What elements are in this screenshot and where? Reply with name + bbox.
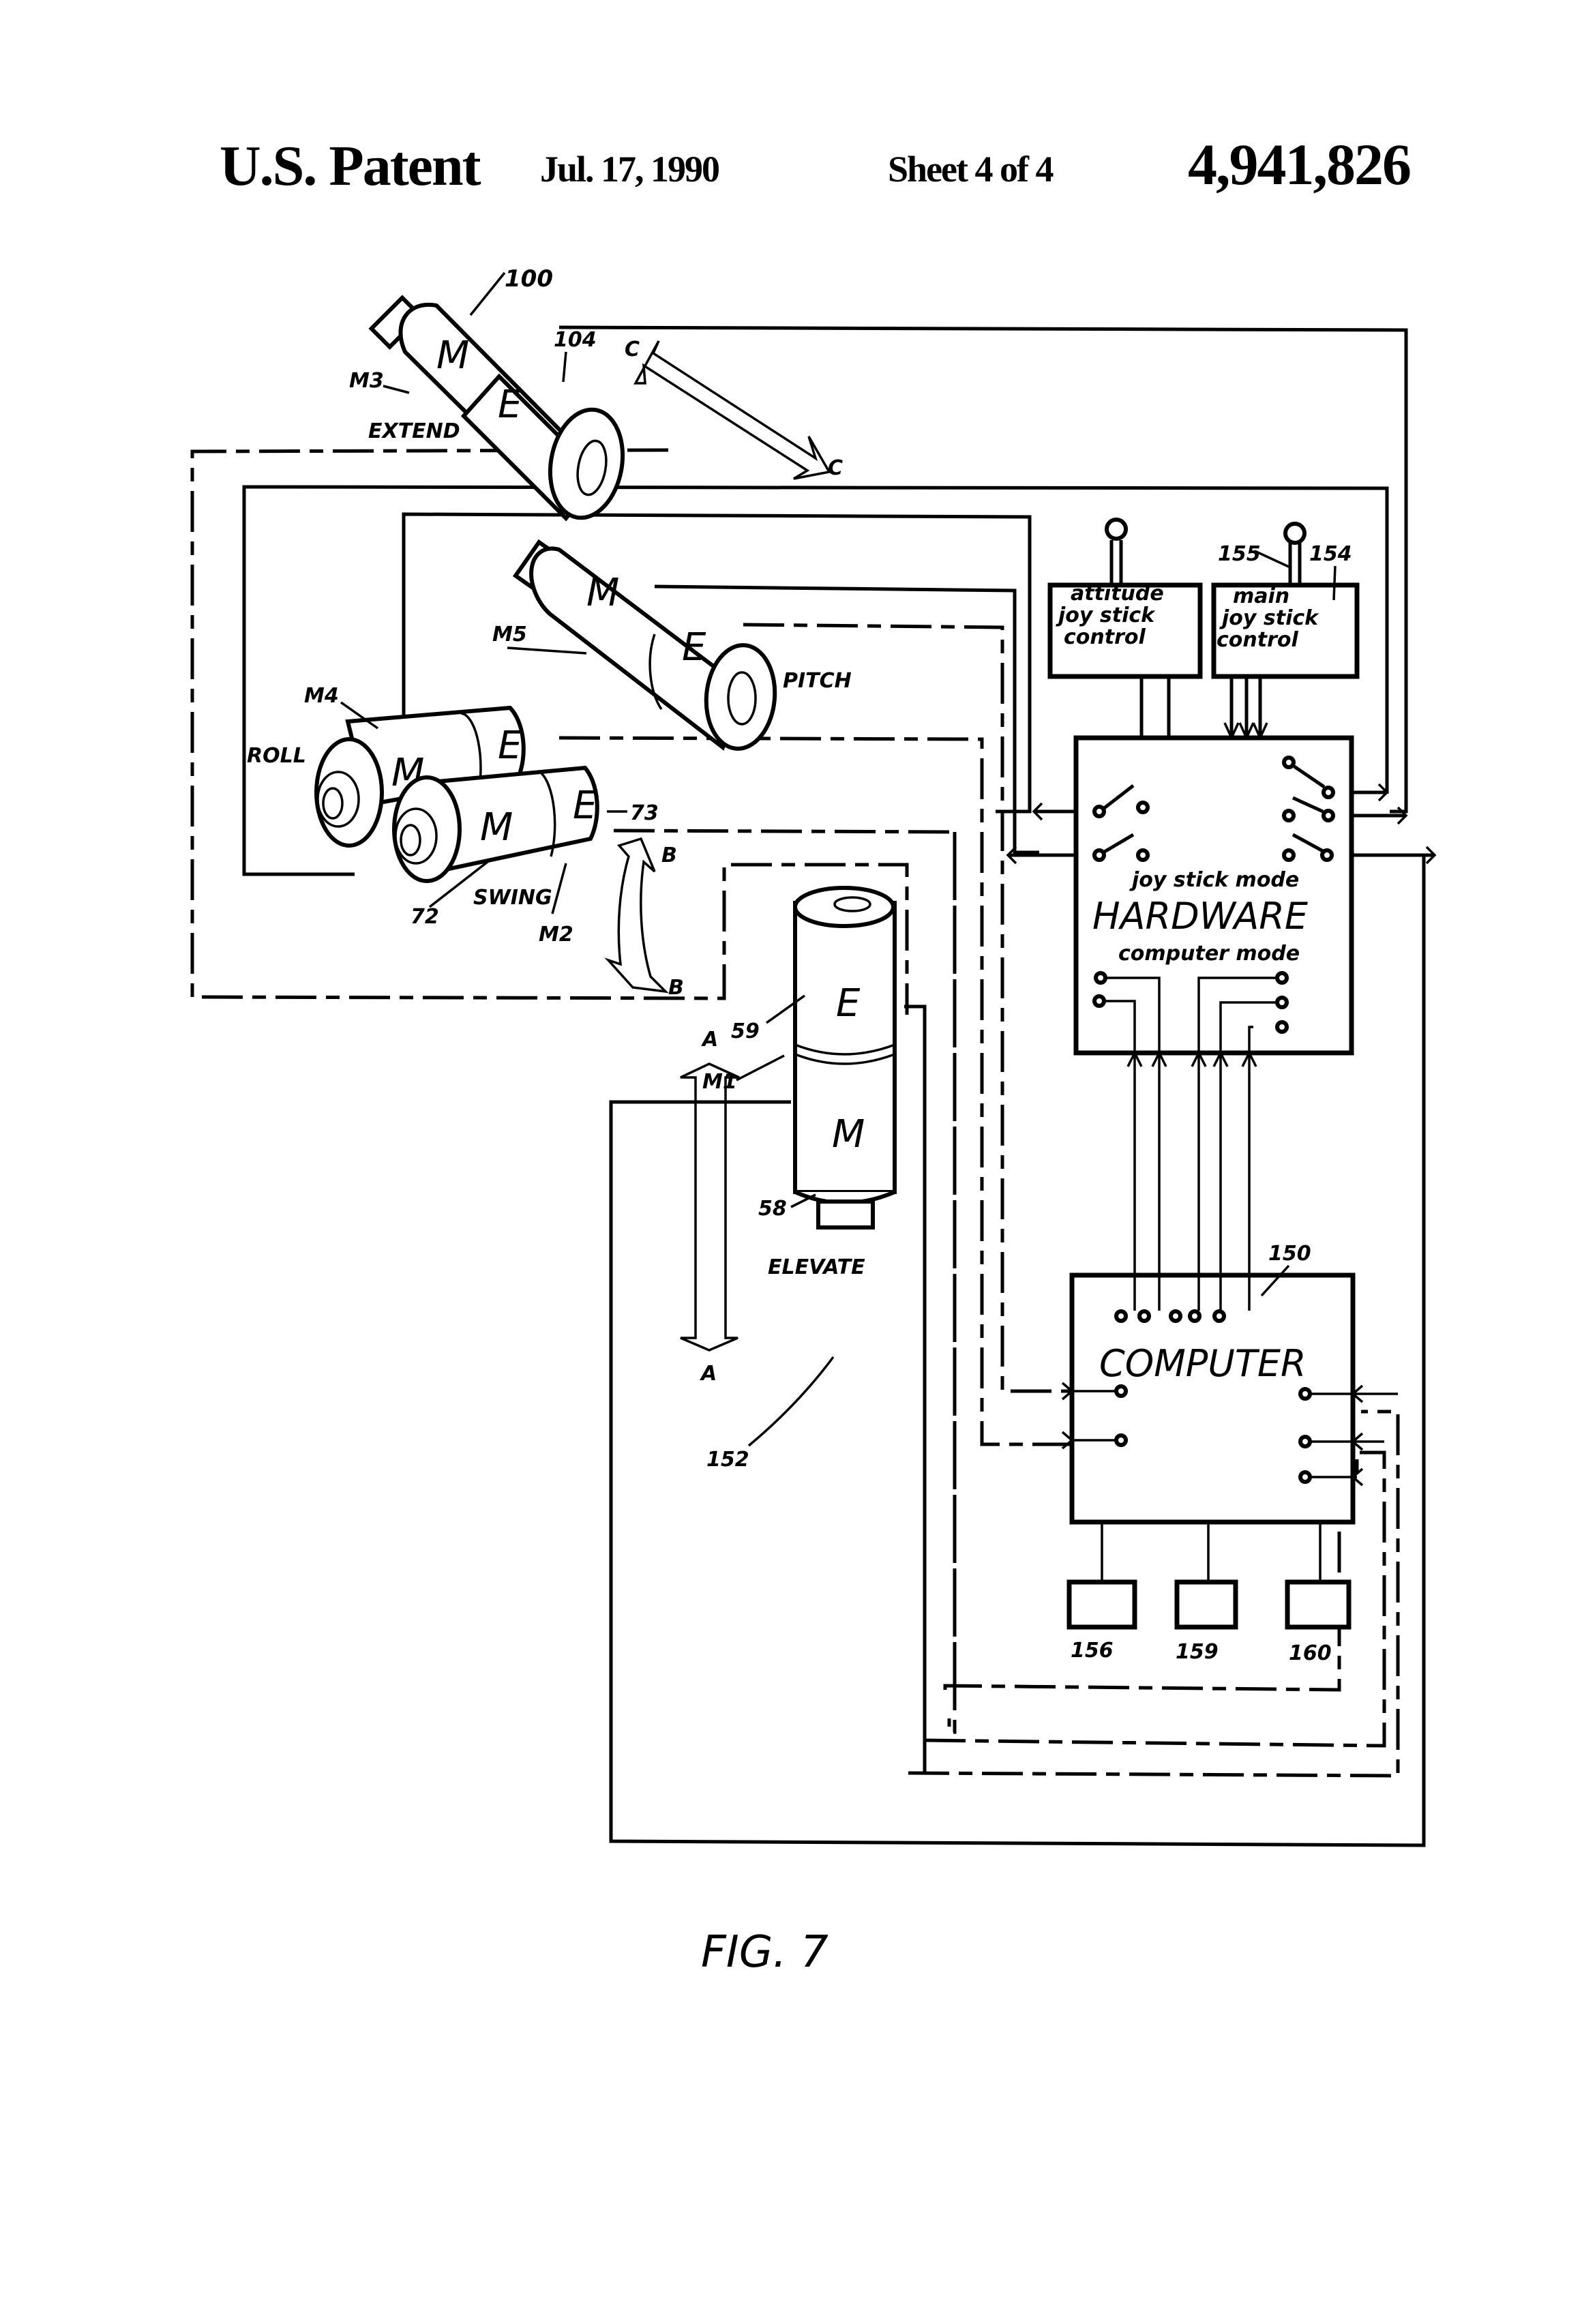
label-a-bottom: A [700,1362,717,1386]
hardware-title: HARDWARE [1092,895,1309,938]
label-b-top: B [661,844,677,867]
m3-motor-letter: M [436,333,469,378]
label-m4: M4 [304,684,339,708]
label-b-bottom: B [668,976,684,1000]
ref-152: 152 [706,1448,749,1472]
wire-elevate-encoder [904,1007,925,1773]
m5-encoder-letter: E [682,625,706,670]
ref-100: 100 [505,265,553,293]
m2-encoder-letter: E [573,784,597,828]
figure-caption: FIG. 7 [701,1927,829,1978]
m5-motor-letter: M [586,571,619,615]
wire-swing-encoder [614,831,955,1732]
ref-156: 156 [1071,1639,1114,1663]
ref-104: 104 [554,328,597,352]
attitude-line1: attitude [1071,582,1164,606]
ref-59: 59 [731,1019,760,1043]
label-m5: M5 [492,623,527,646]
ref-73: 73 [630,801,659,825]
m3-pointer [383,386,409,393]
ref-160: 160 [1289,1641,1332,1665]
m3-encoder-letter: E [498,383,522,427]
motor-m1-elevate[interactable]: E M [795,888,895,1227]
ref-152-leader [749,1357,833,1446]
peripheral-159[interactable] [1177,1522,1236,1627]
hardware-mode-top: joy stick mode [1129,868,1299,892]
main-line3: control [1217,628,1298,652]
m1-motor-letter: M [832,1112,865,1157]
main-line1: main [1233,584,1289,608]
arrow-c-extend [636,341,829,479]
ref-159: 159 [1176,1640,1219,1664]
hardware-box[interactable]: joy stick mode HARDWARE computer mode [1076,738,1352,1173]
ref-150: 150 [1268,1242,1311,1266]
label-a-top: A [701,1028,718,1052]
main-line2: joy stick [1219,606,1319,630]
label-c-top: C [625,338,640,361]
motor-m5-pitch[interactable]: M E [516,542,779,751]
label-m3: M3 [349,369,384,393]
ref-155: 155 [1218,542,1261,566]
label-elevate: ELEVATE [768,1255,865,1279]
ref-104-leader [563,352,566,382]
label-extend: EXTEND [368,419,460,443]
label-roll: ROLL [247,744,306,768]
computer-title: COMPUTER [1099,1342,1307,1385]
hardware-mode-bottom: computer mode [1118,942,1300,966]
m2-pointer [552,863,566,914]
ref-72: 72 [411,905,439,929]
m1-encoder-letter: E [836,981,861,1026]
computer-box[interactable]: COMPUTER [1062,1173,1398,1522]
label-pitch: PITCH [783,669,852,693]
ref-58: 58 [758,1197,787,1221]
m4-encoder-letter: E [498,724,522,768]
label-m2: M2 [539,923,573,947]
label-c-bottom: C [828,456,843,480]
m5-pointer [507,648,586,653]
ref-100-leader [471,273,505,315]
ref-154: 154 [1309,542,1352,566]
m2-motor-letter: M [480,805,513,850]
attitude-joystick[interactable]: attitude joy stick control [1050,520,1200,676]
ref-154-leader [1334,566,1335,600]
arrow-b-swing [608,839,666,992]
attitude-line3: control [1064,625,1146,649]
label-swing: SWING [473,886,552,910]
peripheral-156[interactable] [1069,1522,1135,1627]
arrow-a-elevate [681,1064,739,1350]
attitude-line2: joy stick [1056,604,1156,627]
m1-pointer [736,1056,784,1080]
